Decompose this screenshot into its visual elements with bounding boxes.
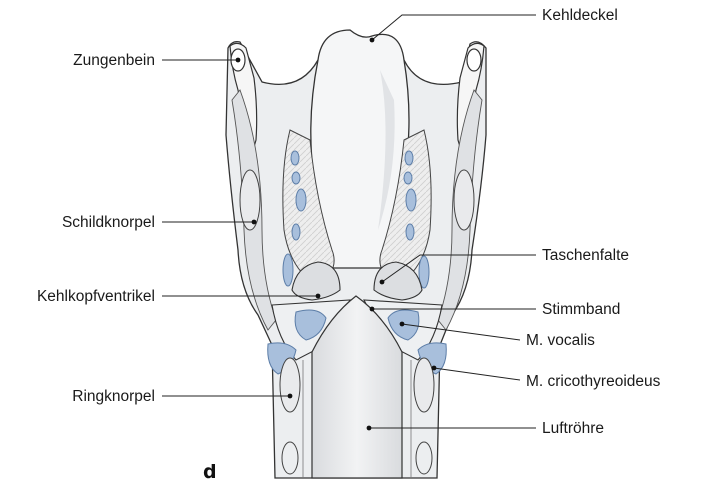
label-taschenfalte: Taschenfalte [542,247,629,264]
cricoid-right [414,358,434,412]
dot-luftroehre [367,426,372,431]
leader-kehldeckel [372,15,536,40]
dot-m-vocalis [400,322,405,327]
dot-kehlkopfventrikel [316,294,321,299]
label-kehldeckel: Kehldeckel [542,7,618,24]
thyroid-oval-left [240,170,260,230]
dot-schildknorpel [252,220,257,225]
leader-m-cricothyreoideus [434,368,520,380]
label-ringknorpel: Ringknorpel [72,388,155,405]
label-m-cricothyreoideus: M. cricothyreoideus [526,373,661,390]
dot-kehldeckel [370,38,375,43]
dot-ringknorpel [288,394,293,399]
dot-m-cricothyreoideus [432,366,437,371]
label-stimmband: Stimmband [542,301,620,318]
tracheal-ring-left [282,442,298,474]
dot-stimmband [370,307,375,312]
label-kehlkopfventrikel: Kehlkopfventrikel [37,288,155,305]
label-zungenbein: Zungenbein [73,52,155,69]
tracheal-ring-right [416,442,432,474]
cricoid-left [280,358,300,412]
dot-taschenfalte [380,280,385,285]
label-luftroehre: Luftröhre [542,420,604,437]
hyoid-right-knob [467,49,481,71]
thyroid-oval-right [454,170,474,230]
label-schildknorpel: Schildknorpel [62,214,155,231]
label-m-vocalis: M. vocalis [526,332,595,349]
dot-zungenbein [236,58,241,63]
panel-letter: d [203,461,217,483]
